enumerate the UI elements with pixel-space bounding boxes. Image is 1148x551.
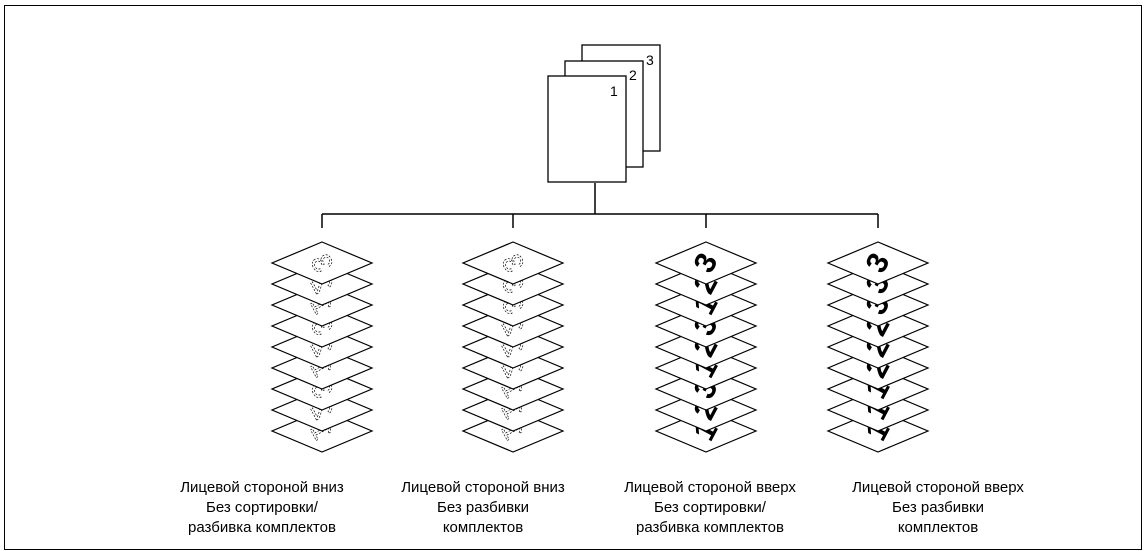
caption-facedown-grouped: Лицевой стороной вниз Без разбивки компл… <box>363 478 603 538</box>
caption-line: Лицевой стороной вниз <box>401 479 565 496</box>
output-stacks: 123123123 111222333 123123123 111222333 <box>270 241 930 453</box>
caption-line: комплектов <box>897 519 979 536</box>
sheet-outline <box>654 241 758 285</box>
caption-line: комплектов <box>442 519 524 536</box>
output-sheet: 3 <box>461 241 565 285</box>
output-stack-4: 111222333 <box>826 241 930 453</box>
source-page-2-number: 2 <box>629 67 637 83</box>
output-sheet: 3 <box>270 241 374 285</box>
caption-line: Лицевой стороной вниз <box>180 479 344 496</box>
caption-line: Без сортировки/ <box>654 499 766 516</box>
output-stack-3: 123123123 <box>654 241 758 453</box>
caption-line: Лицевой стороной вверх <box>624 479 796 496</box>
caption-line: разбивка комплектов <box>188 519 336 536</box>
caption-line: Без разбивки <box>436 499 529 516</box>
caption-facedown-nosort: Лицевой стороной вниз Без сортировки/ ра… <box>142 478 382 538</box>
diagram-frame: 3 2 1 123123123 111222333 123123123 1112223… <box>4 5 1142 550</box>
output-stack-1: 123123123 <box>270 241 374 453</box>
source-document-stack: 3 2 1 <box>547 44 661 183</box>
sheet-outline <box>270 241 374 285</box>
output-sheet: 3 <box>654 241 758 285</box>
caption-line: Без сортировки/ <box>206 499 318 516</box>
connector-tree <box>321 183 879 228</box>
source-page-1 <box>547 75 627 183</box>
output-sheet: 3 <box>826 241 930 285</box>
caption-line: Без разбивки <box>891 499 984 516</box>
output-diagram: 3 2 1 123123123 111222333 123123123 1112223… <box>270 44 930 453</box>
source-page-1-number: 1 <box>610 83 618 99</box>
sheet-outline <box>826 241 930 285</box>
caption-line: Лицевой стороной вверх <box>852 479 1024 496</box>
sheet-outline <box>461 241 565 285</box>
caption-faceup-nosort: Лицевой стороной вверх Без сортировки/ р… <box>590 478 830 538</box>
caption-faceup-grouped: Лицевой стороной вверх Без разбивки комп… <box>818 478 1058 538</box>
output-stack-2: 111222333 <box>461 241 565 453</box>
source-page-3-number: 3 <box>646 52 654 68</box>
caption-line: разбивка комплектов <box>636 519 784 536</box>
